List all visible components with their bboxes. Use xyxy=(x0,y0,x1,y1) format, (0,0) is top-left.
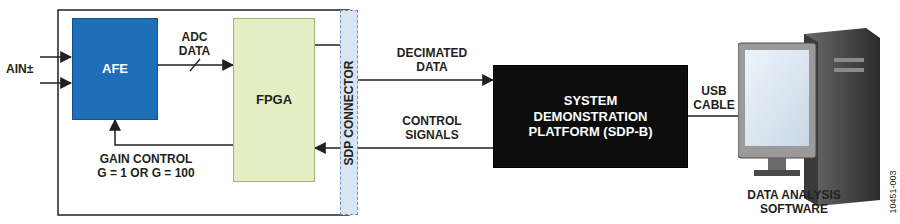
sdp-connector: SDP CONNECTOR xyxy=(340,10,358,215)
afe-block: AFE xyxy=(72,18,158,120)
signal-connector xyxy=(158,64,233,66)
computer-station: DATA ANALYSIS SOFTWARE xyxy=(738,28,880,220)
signal-name: AIN± xyxy=(6,62,33,76)
node-text: SDP CONNECTOR xyxy=(342,60,356,165)
node-text: DATA ANALYSIS SOFTWARE xyxy=(738,188,850,217)
figure-number: 10451-003 xyxy=(886,170,900,213)
node-text: FPGA xyxy=(256,92,292,108)
edge-label: GAIN CONTROL G = 1 OR G = 100 xyxy=(94,152,198,180)
eval-board xyxy=(58,10,349,215)
edge-label: ADC DATA xyxy=(172,30,217,58)
node-text: SYSTEM DEMONSTRATION PLATFORM (SDP-B) xyxy=(521,93,661,140)
fpga-block: FPGA xyxy=(233,18,315,182)
edge-label: USB CABLE xyxy=(692,84,736,112)
signal-connector xyxy=(115,120,233,145)
sdp-b-platform: SYSTEM DEMONSTRATION PLATFORM (SDP-B) xyxy=(493,65,688,168)
input-arrow xyxy=(40,82,71,84)
node-text: AFE xyxy=(102,61,128,77)
signal-connector xyxy=(688,115,738,117)
input-arrow xyxy=(40,56,71,58)
edge-label: DECIMATED DATA xyxy=(392,46,472,74)
edge-label: CONTROL SIGNALS xyxy=(392,114,472,142)
